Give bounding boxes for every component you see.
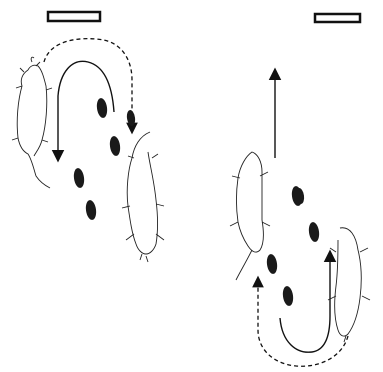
- rat-outline-left-bottom: [122, 132, 164, 262]
- footprint: [126, 110, 136, 127]
- dashed-turn-arrow-right: [258, 278, 348, 366]
- footprint: [85, 199, 98, 220]
- footprint: [266, 253, 279, 274]
- footprint: [308, 221, 321, 242]
- footprint: [109, 135, 122, 156]
- footprint: [96, 97, 109, 118]
- rat-outline-right-bottom: [328, 228, 370, 342]
- right-panel: [230, 14, 370, 366]
- scale-bar-right: [315, 14, 360, 22]
- dashed-turn-arrow-left: [44, 39, 132, 132]
- footprint: [73, 167, 86, 188]
- scale-bar-left: [48, 12, 100, 21]
- left-panel: [12, 12, 164, 262]
- footprint: [282, 285, 295, 306]
- footprint-track-right: [266, 185, 321, 306]
- rat-outline-left-top: [12, 57, 52, 188]
- footprint-track-left: [73, 97, 136, 220]
- rat-outline-right-left: [230, 152, 270, 280]
